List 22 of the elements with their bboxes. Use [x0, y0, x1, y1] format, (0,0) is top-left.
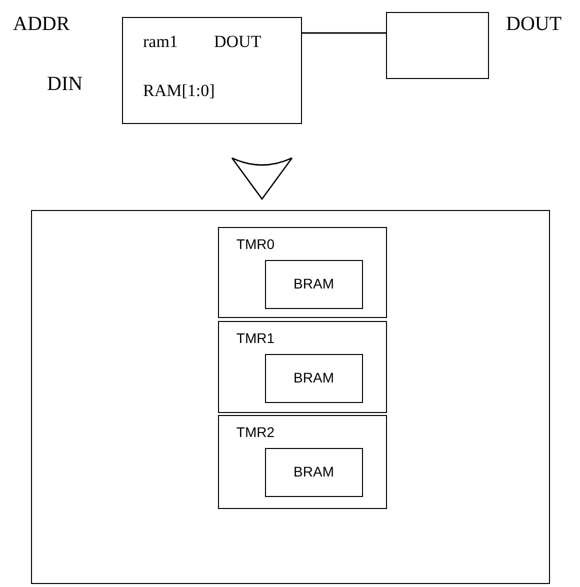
bram-label: BRAM: [294, 276, 334, 292]
container-box: [31, 210, 550, 584]
tmr-label: TMR0: [236, 237, 275, 253]
port-label: DOUT: [214, 33, 262, 52]
tmr-label: TMR2: [236, 425, 275, 441]
output-block: [386, 12, 489, 79]
connector-line: [302, 32, 386, 34]
tmr-box: [218, 227, 388, 318]
bram-box: [264, 354, 363, 403]
bram-label: BRAM: [294, 464, 334, 480]
bram-label: BRAM: [294, 370, 334, 386]
signal-label: ADDR: [13, 13, 70, 35]
memory-label: RAM[1:0]: [143, 82, 215, 101]
signal-label: DIN: [47, 73, 83, 95]
tmr-box: [218, 415, 388, 510]
block-name: ram1: [143, 33, 178, 52]
signal-label: DOUT: [506, 13, 562, 35]
tmr-box: [218, 321, 388, 414]
memory-block: [122, 17, 302, 124]
tmr-label: TMR1: [236, 331, 275, 347]
bram-box: [264, 260, 363, 309]
bram-box: [264, 448, 363, 497]
